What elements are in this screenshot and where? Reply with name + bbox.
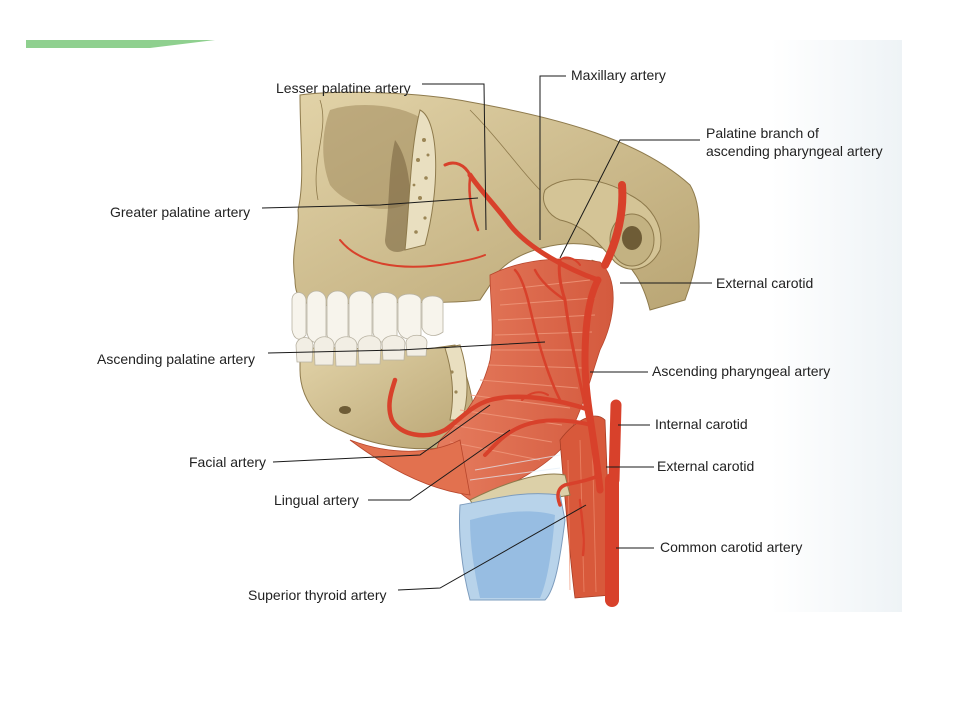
- labels: Lesser palatine artery Maxillary artery …: [97, 67, 883, 603]
- label-palatine-branch-line1: Palatine branch of: [706, 125, 819, 141]
- label-superior-thyroid-artery: Superior thyroid artery: [248, 587, 387, 603]
- label-ascending-pharyngeal-artery: Ascending pharyngeal artery: [652, 363, 830, 379]
- label-lingual-artery: Lingual artery: [274, 492, 359, 508]
- leader-lines: [261, 75, 712, 591]
- label-greater-palatine-artery: Greater palatine artery: [110, 204, 250, 220]
- accent-bar: [26, 40, 215, 48]
- label-palatine-branch-line2: ascending pharyngeal artery: [706, 143, 883, 159]
- label-facial-artery: Facial artery: [189, 454, 266, 470]
- label-lesser-palatine-artery: Lesser palatine artery: [276, 80, 411, 96]
- label-external-carotid-upper: External carotid: [716, 275, 813, 291]
- label-maxillary-artery: Maxillary artery: [571, 67, 666, 83]
- label-internal-carotid: Internal carotid: [655, 416, 748, 432]
- label-ascending-palatine-artery: Ascending palatine artery: [97, 351, 255, 367]
- skull: [291, 91, 700, 450]
- label-external-carotid-lower: External carotid: [657, 458, 754, 474]
- label-common-carotid-artery: Common carotid artery: [660, 539, 802, 555]
